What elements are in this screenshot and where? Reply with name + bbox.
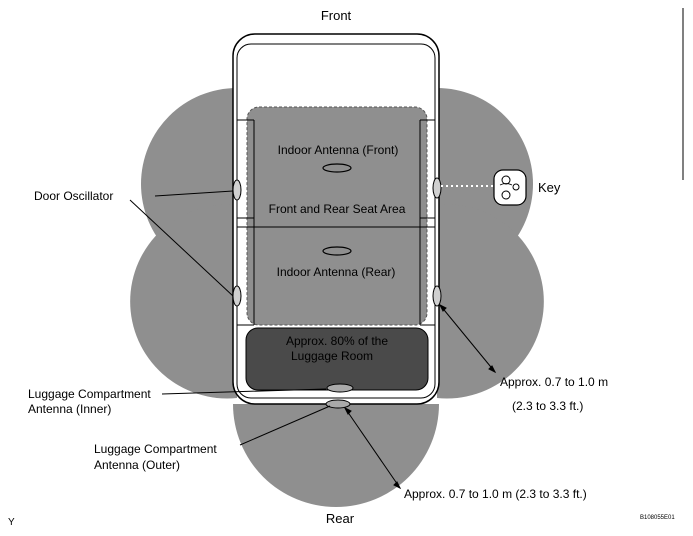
label-key: Key (538, 180, 561, 195)
label-door-oscillator: Door Oscillator (34, 189, 113, 203)
label-front: Front (321, 8, 352, 23)
label-seat-area: Front and Rear Seat Area (269, 202, 406, 216)
indoor-antenna-rear (322, 246, 352, 256)
range-side-arrow (439, 304, 496, 373)
label-luggage-room-2: Luggage Room (291, 349, 373, 363)
door-oscillator-left-front (232, 179, 242, 201)
label-luggage-room-1: Approx. 80% of the (286, 334, 388, 348)
label-range-side-1: Approx. 0.7 to 1.0 m (500, 375, 608, 389)
luggage-antenna-outer (325, 399, 351, 409)
key-icon (441, 169, 527, 206)
label-luggage-outer-2: Antenna (Outer) (94, 458, 180, 472)
zone-left-rear (130, 204, 237, 399)
door-oscillator-right-front (432, 177, 442, 199)
door-oscillator-leader-1 (154, 190, 234, 197)
luggage-antenna-inner (326, 383, 354, 393)
indoor-antenna-front (322, 163, 352, 173)
door-oscillator-leader-2 (129, 199, 234, 297)
corner-mark: Y (8, 517, 15, 528)
label-range-rear: Approx. 0.7 to 1.0 m (2.3 to 3.3 ft.) (404, 487, 587, 501)
label-luggage-outer-1: Luggage Compartment (94, 442, 217, 456)
zone-right-rear (437, 204, 544, 399)
luggage-inner-leader (161, 388, 327, 395)
door-oscillator-left-rear (232, 285, 242, 307)
zone-rear-outer (233, 404, 439, 507)
door-oscillator-right-rear (432, 285, 442, 307)
label-luggage-inner-2: Antenna (Inner) (28, 402, 111, 416)
door-frame-lines (237, 119, 435, 326)
luggage-outer-leader (239, 405, 331, 446)
label-range-side-2: (2.3 to 3.3 ft.) (512, 399, 583, 413)
zone-cabin (246, 106, 428, 326)
range-rear-arrow (344, 407, 401, 489)
label-rear: Rear (326, 511, 355, 526)
label-luggage-inner-1: Luggage Compartment (28, 387, 151, 401)
figure-code: B108055E01 (640, 515, 675, 521)
label-indoor-antenna-front: Indoor Antenna (Front) (278, 143, 399, 157)
leader-lines (129, 190, 497, 490)
label-indoor-antenna-rear: Indoor Antenna (Rear) (277, 265, 396, 279)
